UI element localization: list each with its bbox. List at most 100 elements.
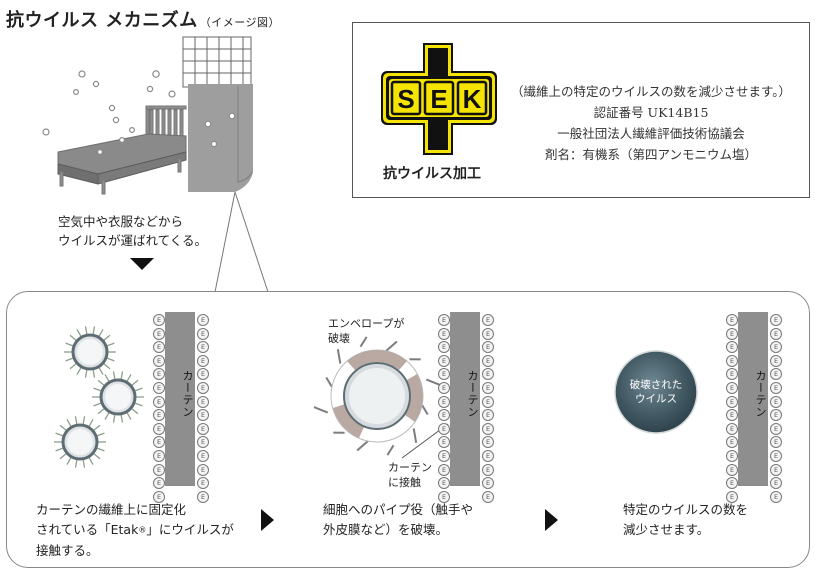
etak-marker: E (482, 450, 494, 462)
logo-caption: 抗ウイルス加工 (383, 163, 481, 183)
contact-label-line: に接触 (388, 475, 432, 490)
etak-marker: E (153, 355, 165, 367)
bed (58, 106, 186, 194)
etak-markers-left: EEEEEEEEEEEEEE (153, 314, 165, 504)
arrow-down-icon (130, 258, 154, 270)
etak-marker: E (726, 477, 738, 489)
destroyed-virus-label: 破壊された ウイルス (614, 378, 698, 406)
caption-line: カーテンの繊維上に固定化 (36, 500, 234, 520)
etak-marker: E (438, 341, 450, 353)
etak-marker: E (438, 436, 450, 448)
etak-marker: E (726, 436, 738, 448)
etak-marker: E (197, 368, 209, 380)
etak-marker: E (153, 477, 165, 489)
room-caption-line: 空気中や衣服などから (58, 212, 207, 231)
etak-marker: E (438, 464, 450, 476)
sek-logo: S E K (381, 43, 497, 155)
curtain-label: カーテン (738, 370, 768, 418)
etak-marker: E (726, 341, 738, 353)
etak-marker: E (438, 328, 450, 340)
etak-marker: E (770, 423, 782, 435)
etak-marker: E (438, 314, 450, 326)
cert-line: 一般社団法人繊維評価技術協議会 (501, 123, 801, 144)
page-title: 抗ウイルス メカニズム（イメージ図） (6, 6, 280, 32)
caption-line: 外皮膜など）を破壊。 (323, 520, 473, 540)
etak-marker: E (197, 436, 209, 448)
etak-marker: E (482, 409, 494, 421)
etak-marker: E (153, 382, 165, 394)
etak-marker: E (438, 423, 450, 435)
etak-marker: E (197, 382, 209, 394)
etak-marker: E (197, 314, 209, 326)
etak-marker: E (197, 423, 209, 435)
etak-marker: E (153, 368, 165, 380)
etak-markers-right: EEEEEEEEEEEEEE (770, 314, 782, 504)
etak-marker: E (153, 450, 165, 462)
etak-marker: E (770, 341, 782, 353)
svg-text:K: K (463, 84, 482, 114)
etak-marker: E (482, 396, 494, 408)
curtain-strip: EEEEEEEEEEEEEE カーテン EEEEEEEEEEEEEE (436, 312, 496, 486)
room-illustration (38, 34, 268, 204)
virus-icon (50, 412, 110, 472)
etak-marker: E (770, 382, 782, 394)
etak-marker: E (770, 396, 782, 408)
curtain-label: カーテン (165, 370, 195, 418)
etak-marker: E (770, 464, 782, 476)
curtain-shape (188, 84, 253, 192)
certification-box: S E K 抗ウイルス加工 （繊維上の特定のウイルスの数を減少させます。） 認証… (352, 22, 810, 198)
cert-line: （繊維上の特定のウイルスの数を減少させます。） (501, 81, 801, 102)
etak-marker: E (153, 436, 165, 448)
caption-line: 減少させます。 (623, 520, 748, 540)
step2-caption: 細胞へのパイプ役（触手や 外皮膜など）を破壊。 (323, 500, 473, 540)
envelope-label-line: エンベロープが (328, 316, 404, 331)
etak-marker: E (482, 436, 494, 448)
etak-marker: E (438, 382, 450, 394)
caption-line: 接触する。 (36, 541, 234, 561)
etak-marker: E (726, 368, 738, 380)
etak-marker: E (197, 464, 209, 476)
title-main: 抗ウイルス メカニズム (6, 10, 198, 31)
room-caption-line: ウイルスが運ばれてくる。 (58, 231, 207, 250)
certification-text: （繊維上の特定のウイルスの数を減少させます。） 認証番号 UK14B15 一般社… (501, 81, 801, 165)
etak-marker: E (770, 436, 782, 448)
etak-marker: E (726, 423, 738, 435)
etak-marker: E (482, 382, 494, 394)
etak-marker: E (726, 314, 738, 326)
etak-marker: E (482, 477, 494, 489)
step3-caption: 特定のウイルスの数を 減少させます。 (623, 500, 748, 540)
etak-marker: E (438, 355, 450, 367)
etak-marker: E (482, 314, 494, 326)
etak-marker: E (726, 355, 738, 367)
etak-marker: E (770, 368, 782, 380)
destroyed-virus-line: ウイルス (614, 392, 698, 406)
etak-marker: E (726, 328, 738, 340)
contact-label: カーテン に接触 (388, 460, 432, 490)
svg-text:S: S (397, 84, 414, 114)
etak-marker: E (482, 423, 494, 435)
arrow-right-icon (545, 509, 558, 531)
etak-marker: E (770, 328, 782, 340)
etak-marker: E (153, 396, 165, 408)
etak-marker: E (153, 409, 165, 421)
etak-marker: E (726, 464, 738, 476)
svg-text:E: E (430, 84, 447, 114)
etak-marker: E (153, 328, 165, 340)
etak-marker: E (482, 491, 494, 503)
etak-marker: E (726, 396, 738, 408)
curtain-label: カーテン (450, 370, 480, 418)
cert-line: 認証番号 UK14B15 (501, 102, 801, 123)
etak-marker: E (770, 491, 782, 503)
etak-marker: E (770, 355, 782, 367)
step1-caption: カーテンの繊維上に固定化 されている「Etak®」にウイルスが 接触する。 (36, 500, 234, 561)
etak-marker: E (482, 341, 494, 353)
etak-marker: E (482, 368, 494, 380)
etak-marker: E (153, 314, 165, 326)
etak-marker: E (726, 409, 738, 421)
etak-marker: E (770, 450, 782, 462)
etak-marker: E (197, 341, 209, 353)
